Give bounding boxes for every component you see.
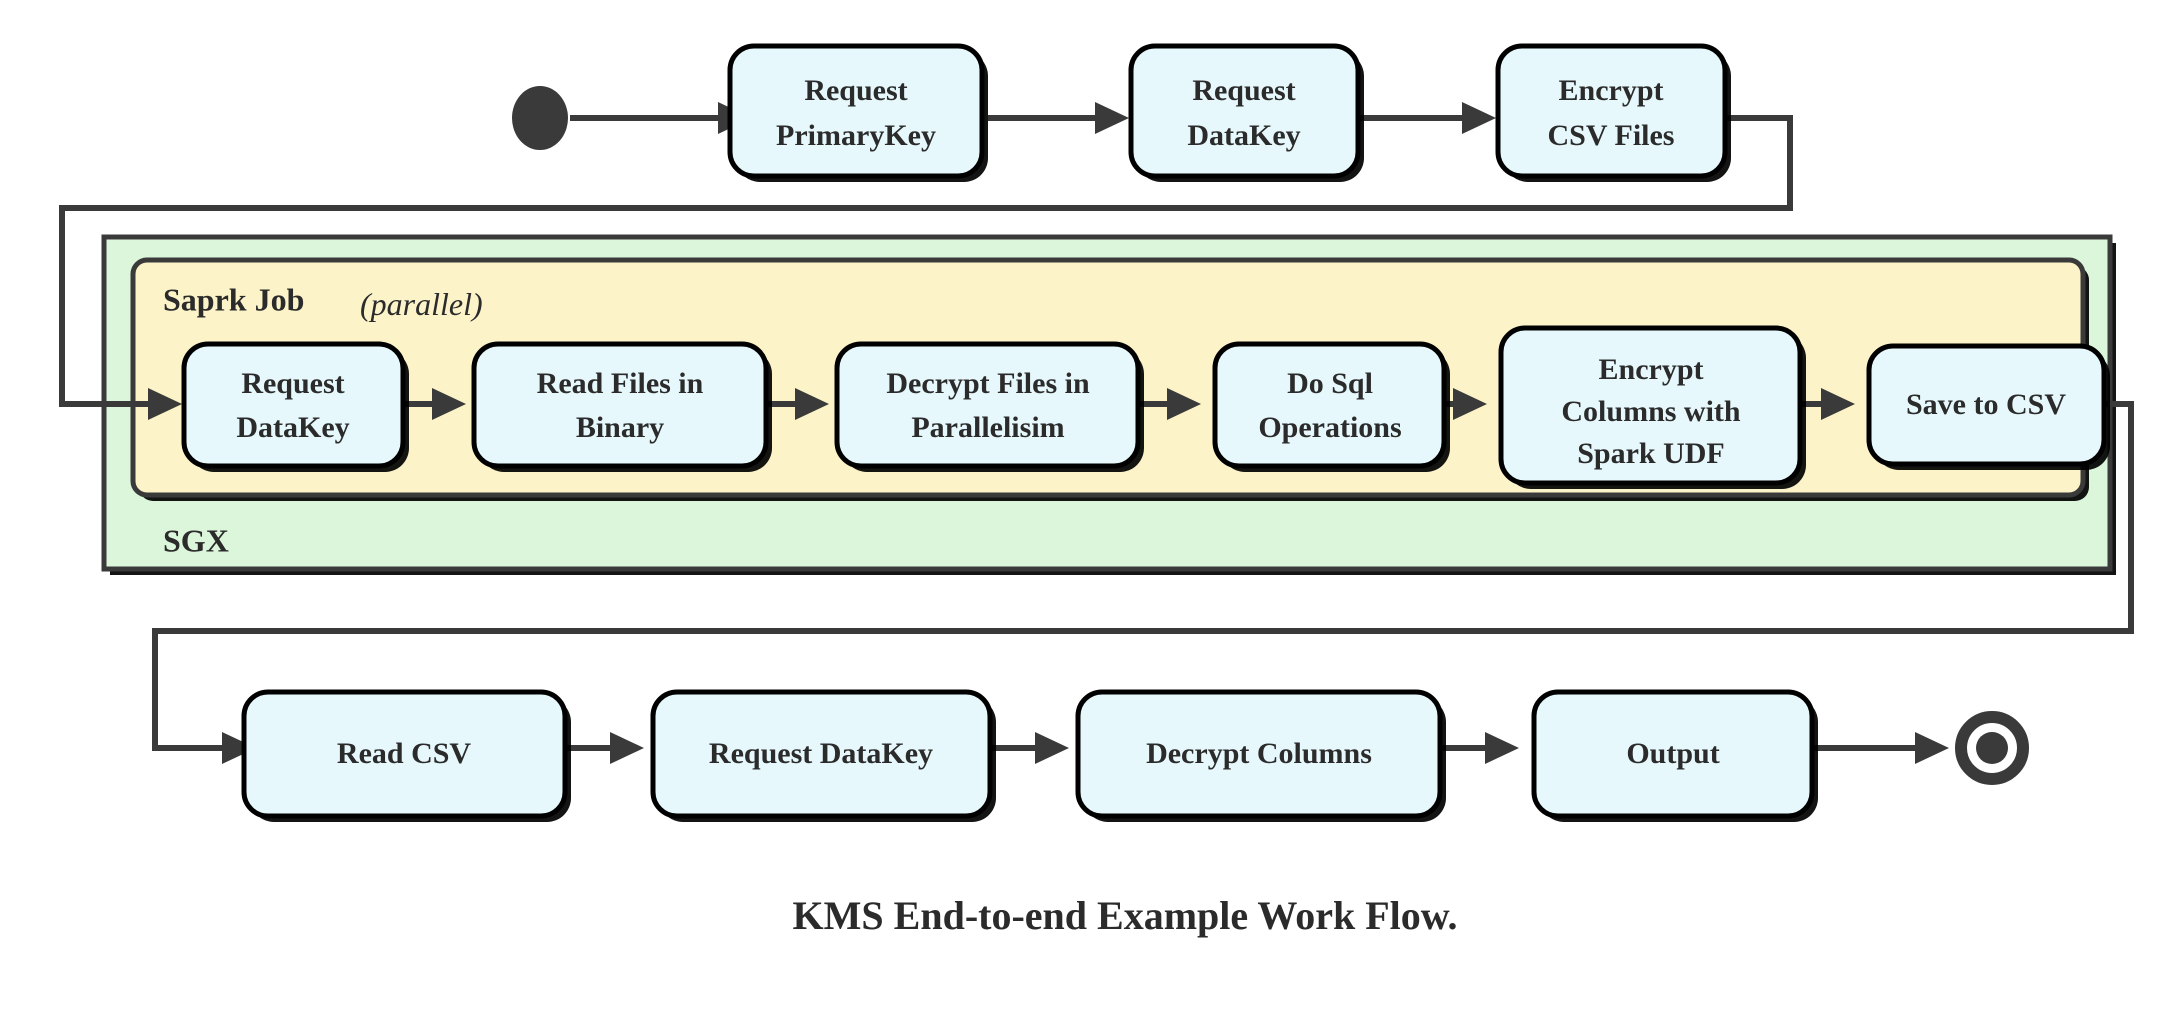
arrowhead-output-to-end [1915,732,1949,764]
node-label-line1: Decrypt Columns [1146,737,1372,770]
arrowhead-read-csv-to-request-datakey [610,732,644,764]
node-label-line1: Read CSV [337,737,472,770]
node-decrypt-files-parallel[interactable]: Decrypt Files in Parallelisim [834,341,1144,472]
node-label-line2: PrimaryKey [776,119,936,152]
arrowhead-encrypt-columns-to-save-csv [1821,388,1855,420]
arrowhead-datakey-to-encrypt-csv [1462,102,1496,134]
node-encrypt-csv-files[interactable]: Encrypt CSV Files [1495,43,1731,182]
node-label-line1: Request [804,74,907,107]
node-request-datakey-top[interactable]: Request DataKey [1128,43,1364,182]
node-encrypt-columns-udf[interactable]: Encrypt Columns with Spark UDF [1498,325,1806,489]
arrowhead-save-csv-to-read-csv [222,732,256,764]
group-label-spark-job: Saprk Job [163,281,304,317]
node-label-line1: Output [1626,737,1719,770]
node-do-sql-operations[interactable]: Do Sql Operations [1212,341,1450,472]
node-label-line1: Encrypt [1559,74,1664,107]
arrowhead-request-datakey-to-decrypt-columns [1035,732,1069,764]
arrowhead-do-sql-to-encrypt-columns [1453,388,1487,420]
group-label-spark-job-suffix: (parallel) [360,286,483,322]
arrowhead-read-binary-to-decrypt-parallel [795,388,829,420]
diagram-caption: KMS End-to-end Example Work Flow. [793,893,1458,938]
node-label-line1: Request [241,367,344,400]
node-label-line1: Save to CSV [1906,388,2066,421]
node-label-line1: Request [1192,74,1295,107]
arrowhead-decrypt-parallel-to-do-sql [1167,388,1201,420]
node-label-line2: DataKey [236,411,349,444]
node-save-to-csv[interactable]: Save to CSV [1866,343,2110,470]
arrowhead-encrypt-csv-to-spark-datakey [148,388,182,420]
edge-encrypt-csv-to-spark-datakey [59,115,1793,407]
node-decrypt-columns[interactable]: Decrypt Columns [1075,689,1446,822]
node-read-files-binary[interactable]: Read Files in Binary [471,341,772,472]
arrowhead-decrypt-columns-to-output [1485,732,1519,764]
node-label-line2: DataKey [1187,119,1300,152]
node-label-line1: Request DataKey [709,737,933,770]
arrowhead-spark-datakey-to-read-binary [432,388,466,420]
node-label-line3: Spark UDF [1577,437,1725,470]
node-label-line2: Binary [576,411,664,444]
end-node [1955,711,2029,785]
node-label-line1: Decrypt Files in [886,367,1090,400]
edge-save-csv-to-read-csv [152,401,2134,751]
start-node [512,86,568,150]
node-label-line1: Read Files in [537,367,704,400]
node-request-datakey-bottom[interactable]: Request DataKey [650,689,996,822]
connector-layer [59,102,2134,764]
node-label-line2: Columns with [1561,395,1741,428]
group-label-sgx: SGX [163,522,229,558]
node-request-datakey-spark[interactable]: Request DataKey [181,341,409,472]
node-label-line2: Parallelisim [911,411,1064,444]
node-label-line1: Do Sql [1287,367,1373,400]
node-request-primarykey[interactable]: Request PrimaryKey [727,43,988,182]
arrowhead-primarykey-to-datakey [1095,102,1129,134]
node-label-line2: Operations [1258,411,1401,444]
node-output[interactable]: Output [1531,689,1818,822]
node-label-line1: Encrypt [1599,353,1704,386]
node-label-line2: CSV Files [1548,119,1675,152]
node-read-csv[interactable]: Read CSV [241,689,571,822]
